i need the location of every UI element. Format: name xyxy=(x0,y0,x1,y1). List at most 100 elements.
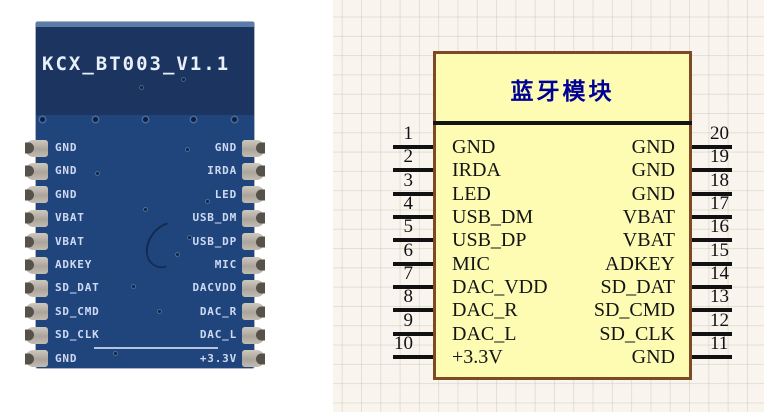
pin-number-left: 6 xyxy=(403,239,414,261)
pin-name-right: SD_CMD xyxy=(593,299,675,322)
pin-number-right: 20 xyxy=(710,123,729,144)
pcb-silkscreen-label: DAC_R xyxy=(199,304,237,318)
pin-name-right: SD_DAT xyxy=(600,276,675,299)
pin-name-right: SD_CLK xyxy=(599,322,675,345)
pcb-silkscreen-label: SD_CMD xyxy=(55,304,100,318)
pin-stub-left xyxy=(393,168,433,173)
component-body xyxy=(433,51,692,380)
pcb-pad-left xyxy=(25,186,48,204)
pcb-silkscreen-label: ADKEY xyxy=(55,258,93,271)
pcb-silkscreen-label: USB_DM xyxy=(192,211,237,225)
pcb-silkscreen-label: IRDA xyxy=(207,164,237,178)
pcb-silkscreen-label: USB_DP xyxy=(192,234,237,248)
pin-name-left: +3.3V xyxy=(452,346,503,369)
component-title: 蓝牙模块 xyxy=(510,79,615,104)
pin-name-left: LED xyxy=(452,182,491,205)
pin-number-left: 7 xyxy=(403,263,414,285)
pin-name-right: GND xyxy=(631,159,675,182)
pin-name-right: VBAT xyxy=(622,229,675,252)
pcb-silkscreen-label: GND xyxy=(55,187,78,201)
pin-stub-right xyxy=(692,308,732,313)
pin-stub-right xyxy=(692,285,732,290)
pin-stub-left xyxy=(393,215,433,220)
component-title-separator xyxy=(433,121,692,125)
pin-stub-left xyxy=(393,145,433,149)
pcb-board-title: KCX_BT003_V1.1 xyxy=(42,53,231,75)
pin-stub-right xyxy=(692,145,732,149)
pin-number-left: 2 xyxy=(403,146,414,168)
pin-stub-right xyxy=(692,331,732,336)
pin-number-right: 16 xyxy=(710,216,729,238)
pin-name-right: GND xyxy=(631,346,675,369)
pcb-pad-right xyxy=(242,162,265,180)
pin-number-right: 18 xyxy=(710,169,729,191)
pcb-pad-left xyxy=(25,256,48,274)
pcb-pad-left xyxy=(25,303,48,321)
pin-name-left: MIC xyxy=(452,252,490,275)
pin-stub-left xyxy=(393,355,433,360)
pin-stub-left xyxy=(393,308,433,313)
pcb-pad-right xyxy=(242,209,265,227)
pcb-silkscreen-label: VBAT xyxy=(55,234,85,248)
pcb-top-edge-highlight xyxy=(36,22,254,27)
pin-number-left: 3 xyxy=(403,169,414,191)
pin-stub-left xyxy=(393,191,433,196)
pin-name-left: DAC_L xyxy=(452,322,517,345)
pin-number-right: 19 xyxy=(710,146,729,168)
pcb-via-small xyxy=(158,310,161,313)
pin-name-left: GND xyxy=(452,136,496,158)
pin-stub-right xyxy=(692,215,732,220)
pin-stub-left xyxy=(393,285,433,290)
pin-name-right: VBAT xyxy=(622,206,675,229)
pcb-trace-decor xyxy=(137,213,197,277)
pcb-pad-left xyxy=(25,162,48,180)
pin-stub-right xyxy=(692,168,732,173)
pcb-silk-line xyxy=(94,347,218,349)
pcb-pad-right xyxy=(242,326,265,344)
pin-number-left: 8 xyxy=(403,286,414,308)
pcb-silkscreen-label: GND xyxy=(214,141,237,154)
pcb-pad-left xyxy=(25,326,48,344)
pcb-pad-right xyxy=(242,186,265,204)
pin-stub-left xyxy=(393,331,433,336)
pcb-pad-right xyxy=(242,303,265,321)
pin-name-left: DAC_R xyxy=(452,299,518,322)
pcb-silkscreen-label: DACVDD xyxy=(192,281,237,295)
pin-name-left: USB_DM xyxy=(452,206,534,229)
pin-name-right: GND xyxy=(631,136,675,158)
pcb-via-small xyxy=(140,86,143,89)
pin-stub-left xyxy=(393,238,433,243)
pcb-silkscreen-label: GND xyxy=(55,351,78,365)
pcb-silkscreen-label: SD_DAT xyxy=(55,281,100,295)
pin-stub-right xyxy=(692,238,732,243)
pin-number-right: 14 xyxy=(710,263,729,285)
pcb-via-small xyxy=(176,253,179,256)
pcb-silkscreen-label: SD_CLK xyxy=(55,328,100,342)
pcb-antenna-section: KCX_BT003_V1.1 xyxy=(36,22,254,115)
pcb-via-small xyxy=(206,200,209,203)
pcb-silkscreen-label: DAC_L xyxy=(199,328,237,342)
pcb-pad-left xyxy=(25,279,48,297)
pcb-via-small xyxy=(182,78,185,81)
pcb-pad-right xyxy=(242,279,265,297)
pin-number-right: 15 xyxy=(710,239,729,261)
pin-number-left: 10 xyxy=(394,333,413,355)
pin-number-left: 4 xyxy=(403,193,414,215)
pcb-pad-left xyxy=(25,233,48,251)
pcb-via-small xyxy=(96,172,99,175)
pin-stub-right xyxy=(692,261,732,266)
pcb-via xyxy=(191,117,196,122)
pcb-silkscreen-label: GND xyxy=(55,164,78,178)
pcb-silkscreen-label: GND xyxy=(55,141,78,154)
pin-stub-right xyxy=(692,191,732,196)
pcb-via-small xyxy=(188,236,191,239)
pcb-pad-right xyxy=(242,139,265,157)
pin-number-left: 1 xyxy=(403,123,414,144)
pin-stub-right xyxy=(692,355,732,360)
pcb-silkscreen-label: MIC xyxy=(214,258,237,271)
pcb-pad-right xyxy=(242,256,265,274)
pcb-via-small xyxy=(186,148,189,151)
